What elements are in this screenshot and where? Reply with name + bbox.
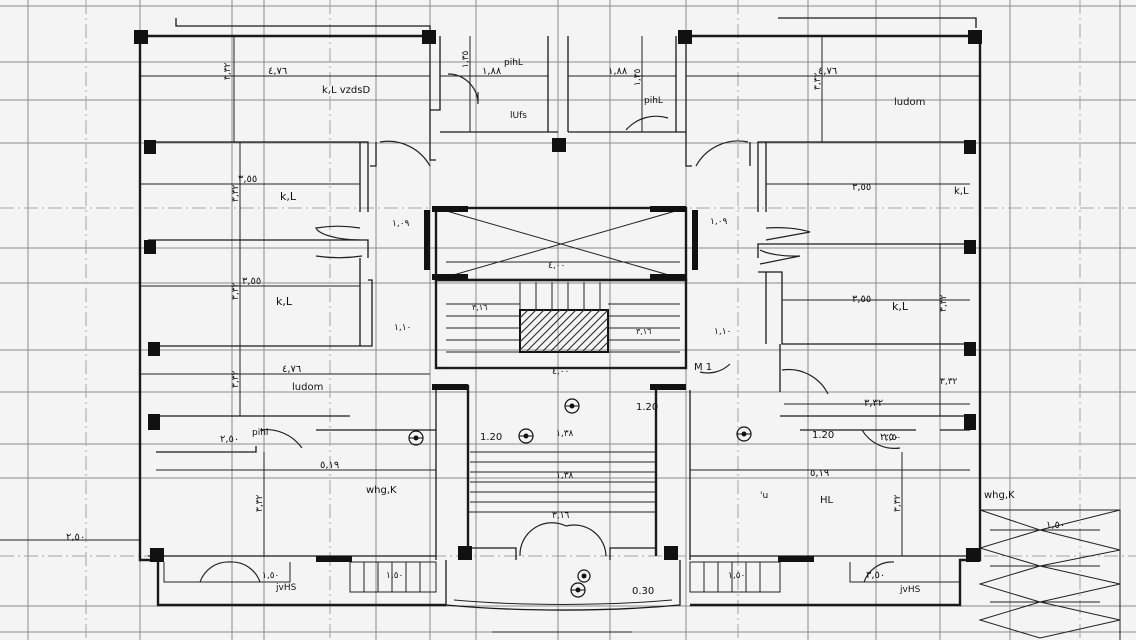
- level-right-bath: 1.20: [812, 430, 834, 441]
- dim-kitchen-left-width: ٥,١٩: [320, 460, 339, 471]
- dim-top-right-height: ٣,٣٢: [813, 72, 823, 90]
- dim-top-bath-right-v: ١,٣٥: [633, 68, 643, 86]
- dim-bedroom2-left-width: ٣,٥٥: [242, 276, 261, 287]
- dim-side-left: ٢,٥٠: [66, 532, 85, 543]
- dim-top-bath-right: ١,٨٨: [608, 66, 628, 77]
- room-labels: k,L vzdsD k,L k,L ludom pihl whg,K jvHS …: [252, 58, 1015, 595]
- dim-stair-bottom: ٣,١٦: [552, 511, 570, 521]
- room-label-lift-m: M 1: [694, 362, 712, 373]
- room-label-left-bedroom-2: k,L: [276, 295, 293, 308]
- level-marker-icon: [564, 398, 580, 414]
- level-right-hall-marker: ٢,٥٠: [884, 433, 901, 443]
- room-label-lift: lUfs: [510, 111, 527, 121]
- dim-stair-flight: ٣,١٦: [472, 303, 487, 312]
- stair-core: [434, 206, 688, 560]
- dim-bottom-left-h: ١,٥٠: [262, 571, 279, 581]
- left-apartment-walls: [148, 36, 437, 560]
- dim-door-left-2: ١,١٠: [394, 323, 411, 333]
- entrance-balconies: [163, 509, 1121, 640]
- dim-bottom-right-h: ١,٥٠: [728, 571, 745, 581]
- outer-walls: [138, 17, 982, 607]
- dim-stair-right: ١,٥٠: [1046, 520, 1065, 531]
- dim-top-left-width: ٤,٧٦: [268, 66, 287, 77]
- dim-living-left-width: ٤,٧٦: [282, 364, 301, 375]
- dim-stair-top: ٤,٠٠: [548, 261, 565, 271]
- room-label-top-bath-right: pihL: [644, 96, 663, 106]
- dim-right-hall-height: ٣,٣٢: [940, 377, 958, 387]
- dim-landing-right: ١,٣٨: [556, 471, 574, 481]
- dim-door-left-1: ١,٠٩: [392, 219, 410, 229]
- level-entrance: 0.30: [632, 586, 654, 597]
- dim-kitchen-right-height: ٣,٣٢: [893, 494, 903, 512]
- dimension-lines: [0, 36, 980, 556]
- room-label-right-hall-u: 'u: [760, 491, 768, 501]
- dim-bedroom1-left-height: ٣,٣٢: [231, 184, 241, 202]
- right-apartment-walls: [685, 36, 970, 560]
- structural-columns: [134, 30, 982, 562]
- dim-right-bath-width: ٢,٥٠: [880, 432, 899, 443]
- room-label-right-bedroom-1: k,L: [954, 186, 969, 197]
- door-swings: [199, 73, 901, 583]
- dim-door-right-2: ١,١٠: [714, 327, 731, 337]
- dimension-texts: ٤,٧٦ ٣,٣٢ ١,٨٨ ١,٣٥ ١,٨٨ ١,٣٥ ٤,٧٦ ٣,٣٢ …: [66, 50, 1065, 581]
- dim-stair-mid: ٤,٠٠: [552, 367, 569, 377]
- dim-right-hall-width: ٣,٣٢: [864, 398, 883, 409]
- room-label-right-top: ludom: [894, 97, 925, 108]
- dim-bottom-right: ٣,٥٠: [866, 570, 885, 581]
- level-stair-width-2: 1.20: [480, 432, 502, 443]
- dim-landing-left: ١,٣٨: [556, 429, 574, 439]
- level-marker-icon: [736, 426, 752, 442]
- room-label-right-bottom: jvHS: [899, 585, 921, 595]
- room-label-left-bedroom-1: k,L: [280, 190, 297, 203]
- dim-bedroom2-right-width: ٣,٥٥: [852, 294, 871, 305]
- room-label-left-kitchen: whg,K: [366, 485, 397, 496]
- dim-bedroom2-left-height: ٣,٣٢: [231, 282, 241, 300]
- dim-bath-left-width: ٢,٥٠: [220, 434, 239, 445]
- level-marker-icon: [518, 428, 534, 444]
- dim-top-right-width: ٤,٧٦: [818, 66, 837, 77]
- dim-living-left-height: ٣,٣٢: [231, 370, 241, 388]
- level-markers: [408, 398, 752, 598]
- room-label-top-bath-left: pihL: [504, 58, 523, 68]
- dim-kitchen-right-width: ٥,١٩: [810, 468, 829, 479]
- dim-door-right-1: ١,٠٩: [710, 217, 728, 227]
- room-label-right-bedroom-2: k,L: [892, 300, 909, 313]
- level-marker-icon: [577, 569, 591, 583]
- level-stair-width-1: 1.20: [636, 402, 658, 413]
- dim-bottom-left: ١,٥٠: [386, 571, 403, 581]
- dim-top-left-height: ٣,٣٢: [223, 62, 233, 80]
- dim-top-bath-left-v: ١,٣٥: [461, 50, 471, 68]
- dim-stair-flight-2: ٣,١٦: [636, 327, 651, 336]
- room-label-left-living: ludom: [292, 382, 323, 393]
- level-marker-icon: [408, 430, 424, 446]
- room-label-right-kitchen: whg,K: [984, 490, 1015, 501]
- dim-top-bath-left: ١,٨٨: [482, 66, 502, 77]
- room-label-left-top: k,L vzdsD: [322, 85, 370, 96]
- level-texts: 1.20 1.20 0.30 1.20 ٢,٥٠: [480, 402, 901, 597]
- dim-bedroom1-left-width: ٣,٥٥: [238, 174, 257, 185]
- room-label-left-bottom: jvHS: [275, 583, 297, 593]
- level-marker-icon: [570, 582, 586, 598]
- room-label-right-hall: HL: [820, 495, 834, 506]
- dim-kitchen-left-height: ٣,٣٢: [255, 494, 265, 512]
- dim-bedroom2-right-height: ٣,٣٢: [939, 294, 949, 312]
- room-label-left-bath: pihl: [252, 428, 268, 438]
- dim-bedroom1-right-width: ٣,٥٥: [852, 182, 871, 193]
